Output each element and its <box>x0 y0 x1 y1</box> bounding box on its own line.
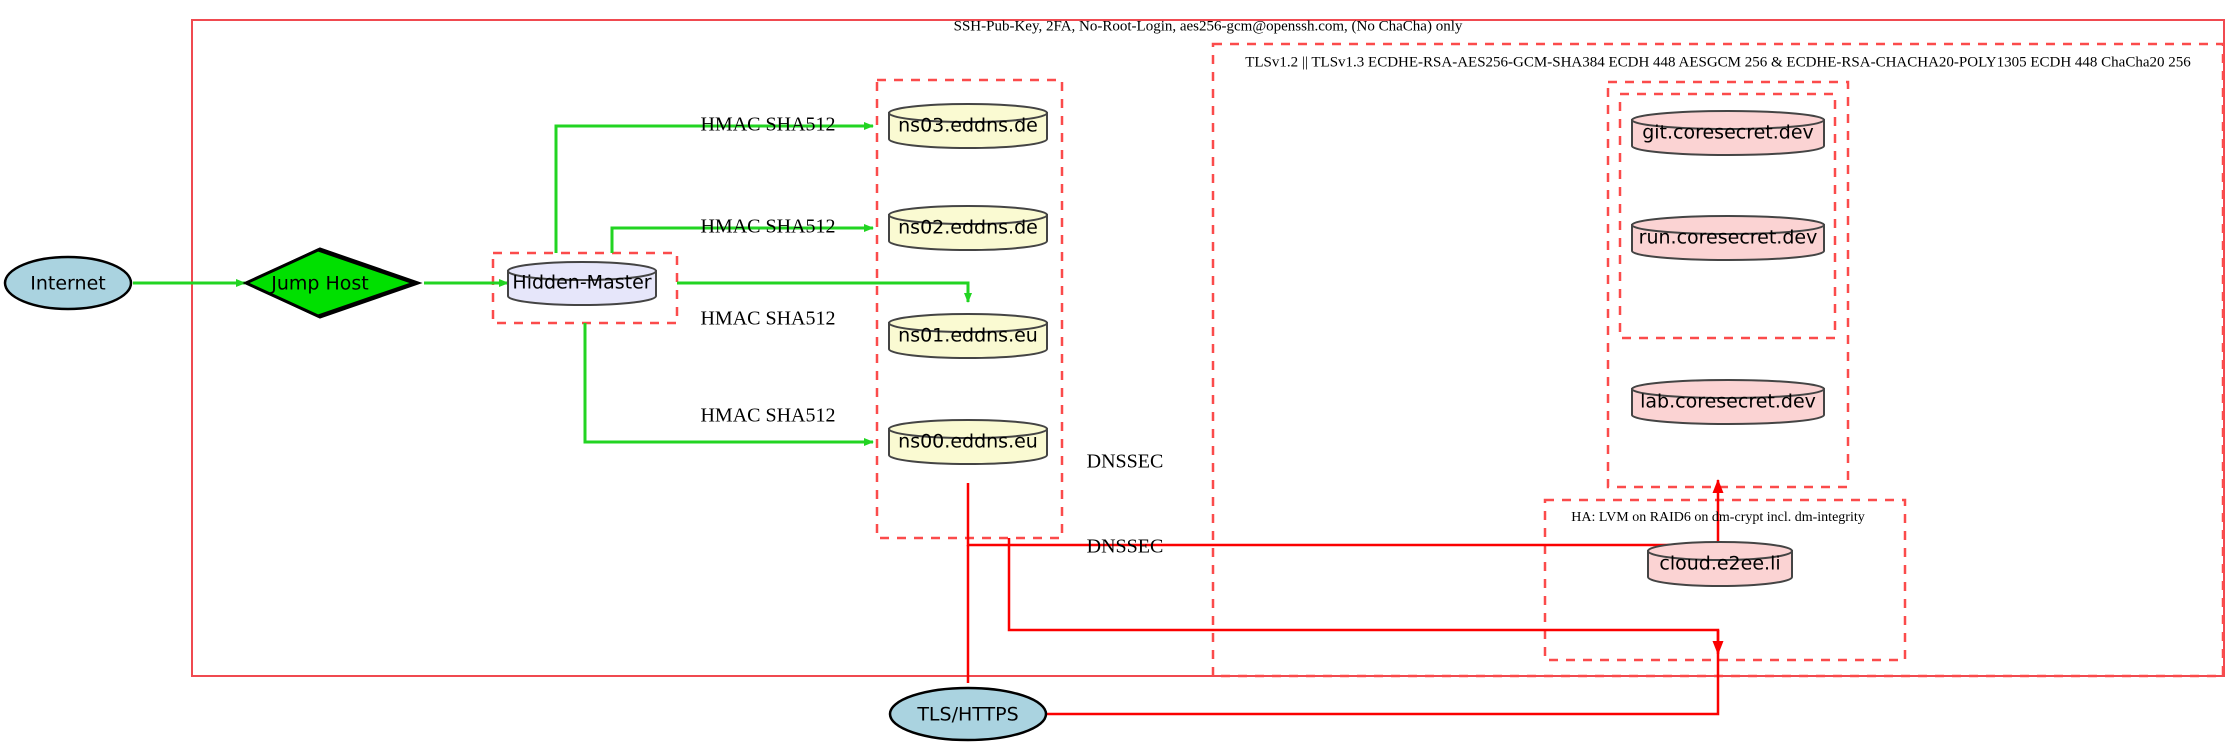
node-ns00-label: ns00.eddns.eu <box>898 431 1038 453</box>
cluster-coresecret-outer-boundary <box>1606 80 1850 489</box>
node-run-coresecret[interactable]: run.coresecret.dev <box>1631 215 1825 261</box>
node-internet[interactable]: Internet <box>3 255 133 311</box>
edge-hiddenmaster-ns02 <box>610 224 874 253</box>
node-cloud-e2ee-label: cloud.e2ee.li <box>1659 553 1780 575</box>
node-git-coresecret-label: git.coresecret.dev <box>1642 122 1814 144</box>
node-lab-coresecret[interactable]: lab.coresecret.dev <box>1631 379 1825 425</box>
edge-hiddenmaster-ns03 <box>554 122 874 253</box>
node-hidden-master[interactable]: Hidden-Master <box>507 261 657 306</box>
node-ns01-label: ns01.eddns.eu <box>898 325 1038 347</box>
edge-label-dnssec-lower: DNSSEC <box>1087 536 1164 558</box>
node-ns02[interactable]: ns02.eddns.de <box>888 205 1048 251</box>
edge-label-hmac-ns00: HMAC SHA512 <box>700 405 835 427</box>
cluster-coresecret-inner-boundary <box>1618 92 1837 340</box>
node-jumphost-label: Jump Host <box>270 273 369 295</box>
edge-hiddenmaster-ns00 <box>583 323 874 446</box>
cluster-label-tls: TLSv1.2 || TLSv1.3 ECDHE-RSA-AES256-GCM-… <box>1245 54 2191 70</box>
node-ns03[interactable]: ns03.eddns.de <box>888 103 1048 149</box>
edge-tlshttps-right <box>1046 630 1720 716</box>
cluster-dns-boundary <box>875 78 1064 540</box>
cluster-label-ha: HA: LVM on RAID6 on dm-crypt incl. dm-in… <box>1571 510 1864 525</box>
node-tls-https[interactable]: TLS/HTTPS <box>888 686 1048 742</box>
node-internet-label: Internet <box>30 273 105 295</box>
edge-hiddenmaster-ns01 <box>677 281 972 303</box>
cluster-ssh-boundary <box>191 19 2225 677</box>
node-jumphost[interactable]: Jump Host <box>242 247 423 319</box>
edge-dnssec-upper <box>966 479 1724 547</box>
cluster-ha-boundary <box>1543 498 1907 662</box>
node-cloud-e2ee[interactable]: cloud.e2ee.li <box>1647 541 1793 587</box>
node-tls-https-label: TLS/HTTPS <box>916 704 1018 726</box>
cluster-label-ssh: SSH-Pub-Key, 2FA, No-Root-Login, aes256-… <box>954 18 1463 34</box>
edge-label-hmac-ns01: HMAC SHA512 <box>700 308 835 330</box>
node-lab-coresecret-label: lab.coresecret.dev <box>1640 391 1816 413</box>
edge-label-hmac-ns03: HMAC SHA512 <box>700 114 835 136</box>
edge-label-dnssec-upper: DNSSEC <box>1087 451 1164 473</box>
node-hidden-master-label: Hidden-Master <box>512 272 651 294</box>
node-ns00[interactable]: ns00.eddns.eu <box>888 419 1048 465</box>
edge-label-hmac-ns02: HMAC SHA512 <box>700 216 835 238</box>
node-ns03-label: ns03.eddns.de <box>898 115 1038 137</box>
node-ns02-label: ns02.eddns.de <box>898 217 1038 239</box>
node-git-coresecret[interactable]: git.coresecret.dev <box>1631 110 1825 156</box>
node-run-coresecret-label: run.coresecret.dev <box>1639 227 1818 249</box>
node-ns01[interactable]: ns01.eddns.eu <box>888 313 1048 359</box>
